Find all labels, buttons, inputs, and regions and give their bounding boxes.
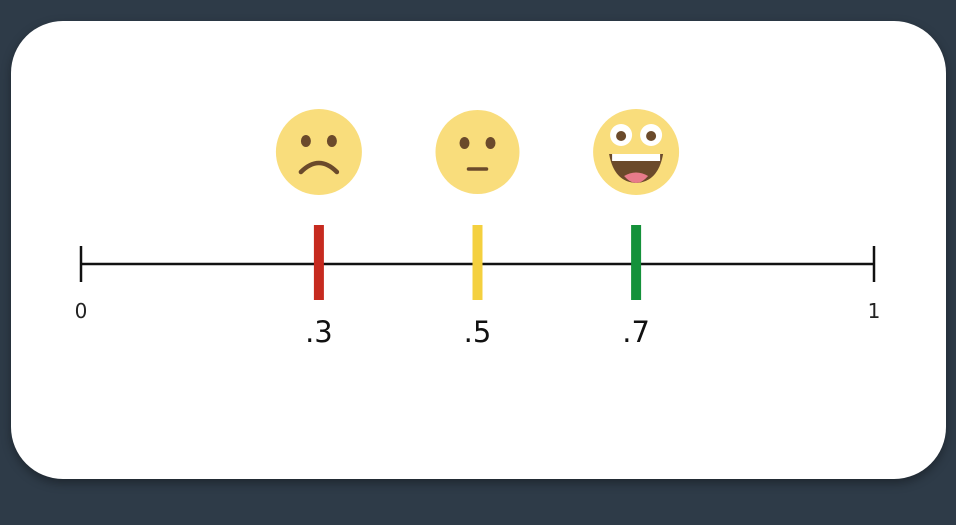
marker-label-low: .3	[305, 315, 333, 349]
marker-bar-low	[313, 225, 324, 300]
scale-end-label: 1	[868, 299, 881, 323]
marker-bar-high	[631, 225, 642, 300]
grinning-face-icon	[593, 109, 680, 195]
marker-group-low: .3	[275, 109, 362, 349]
marker-bar-mid	[472, 225, 483, 300]
frowning-face-icon	[275, 109, 362, 195]
marker-label-mid: .5	[464, 315, 492, 349]
marker-label-high: .7	[622, 315, 650, 349]
marker-group-mid: .5	[435, 110, 520, 349]
marker-group-high: .7	[593, 109, 680, 349]
neutral-face-icon	[435, 110, 520, 194]
scale-start-label: 0	[75, 299, 88, 323]
